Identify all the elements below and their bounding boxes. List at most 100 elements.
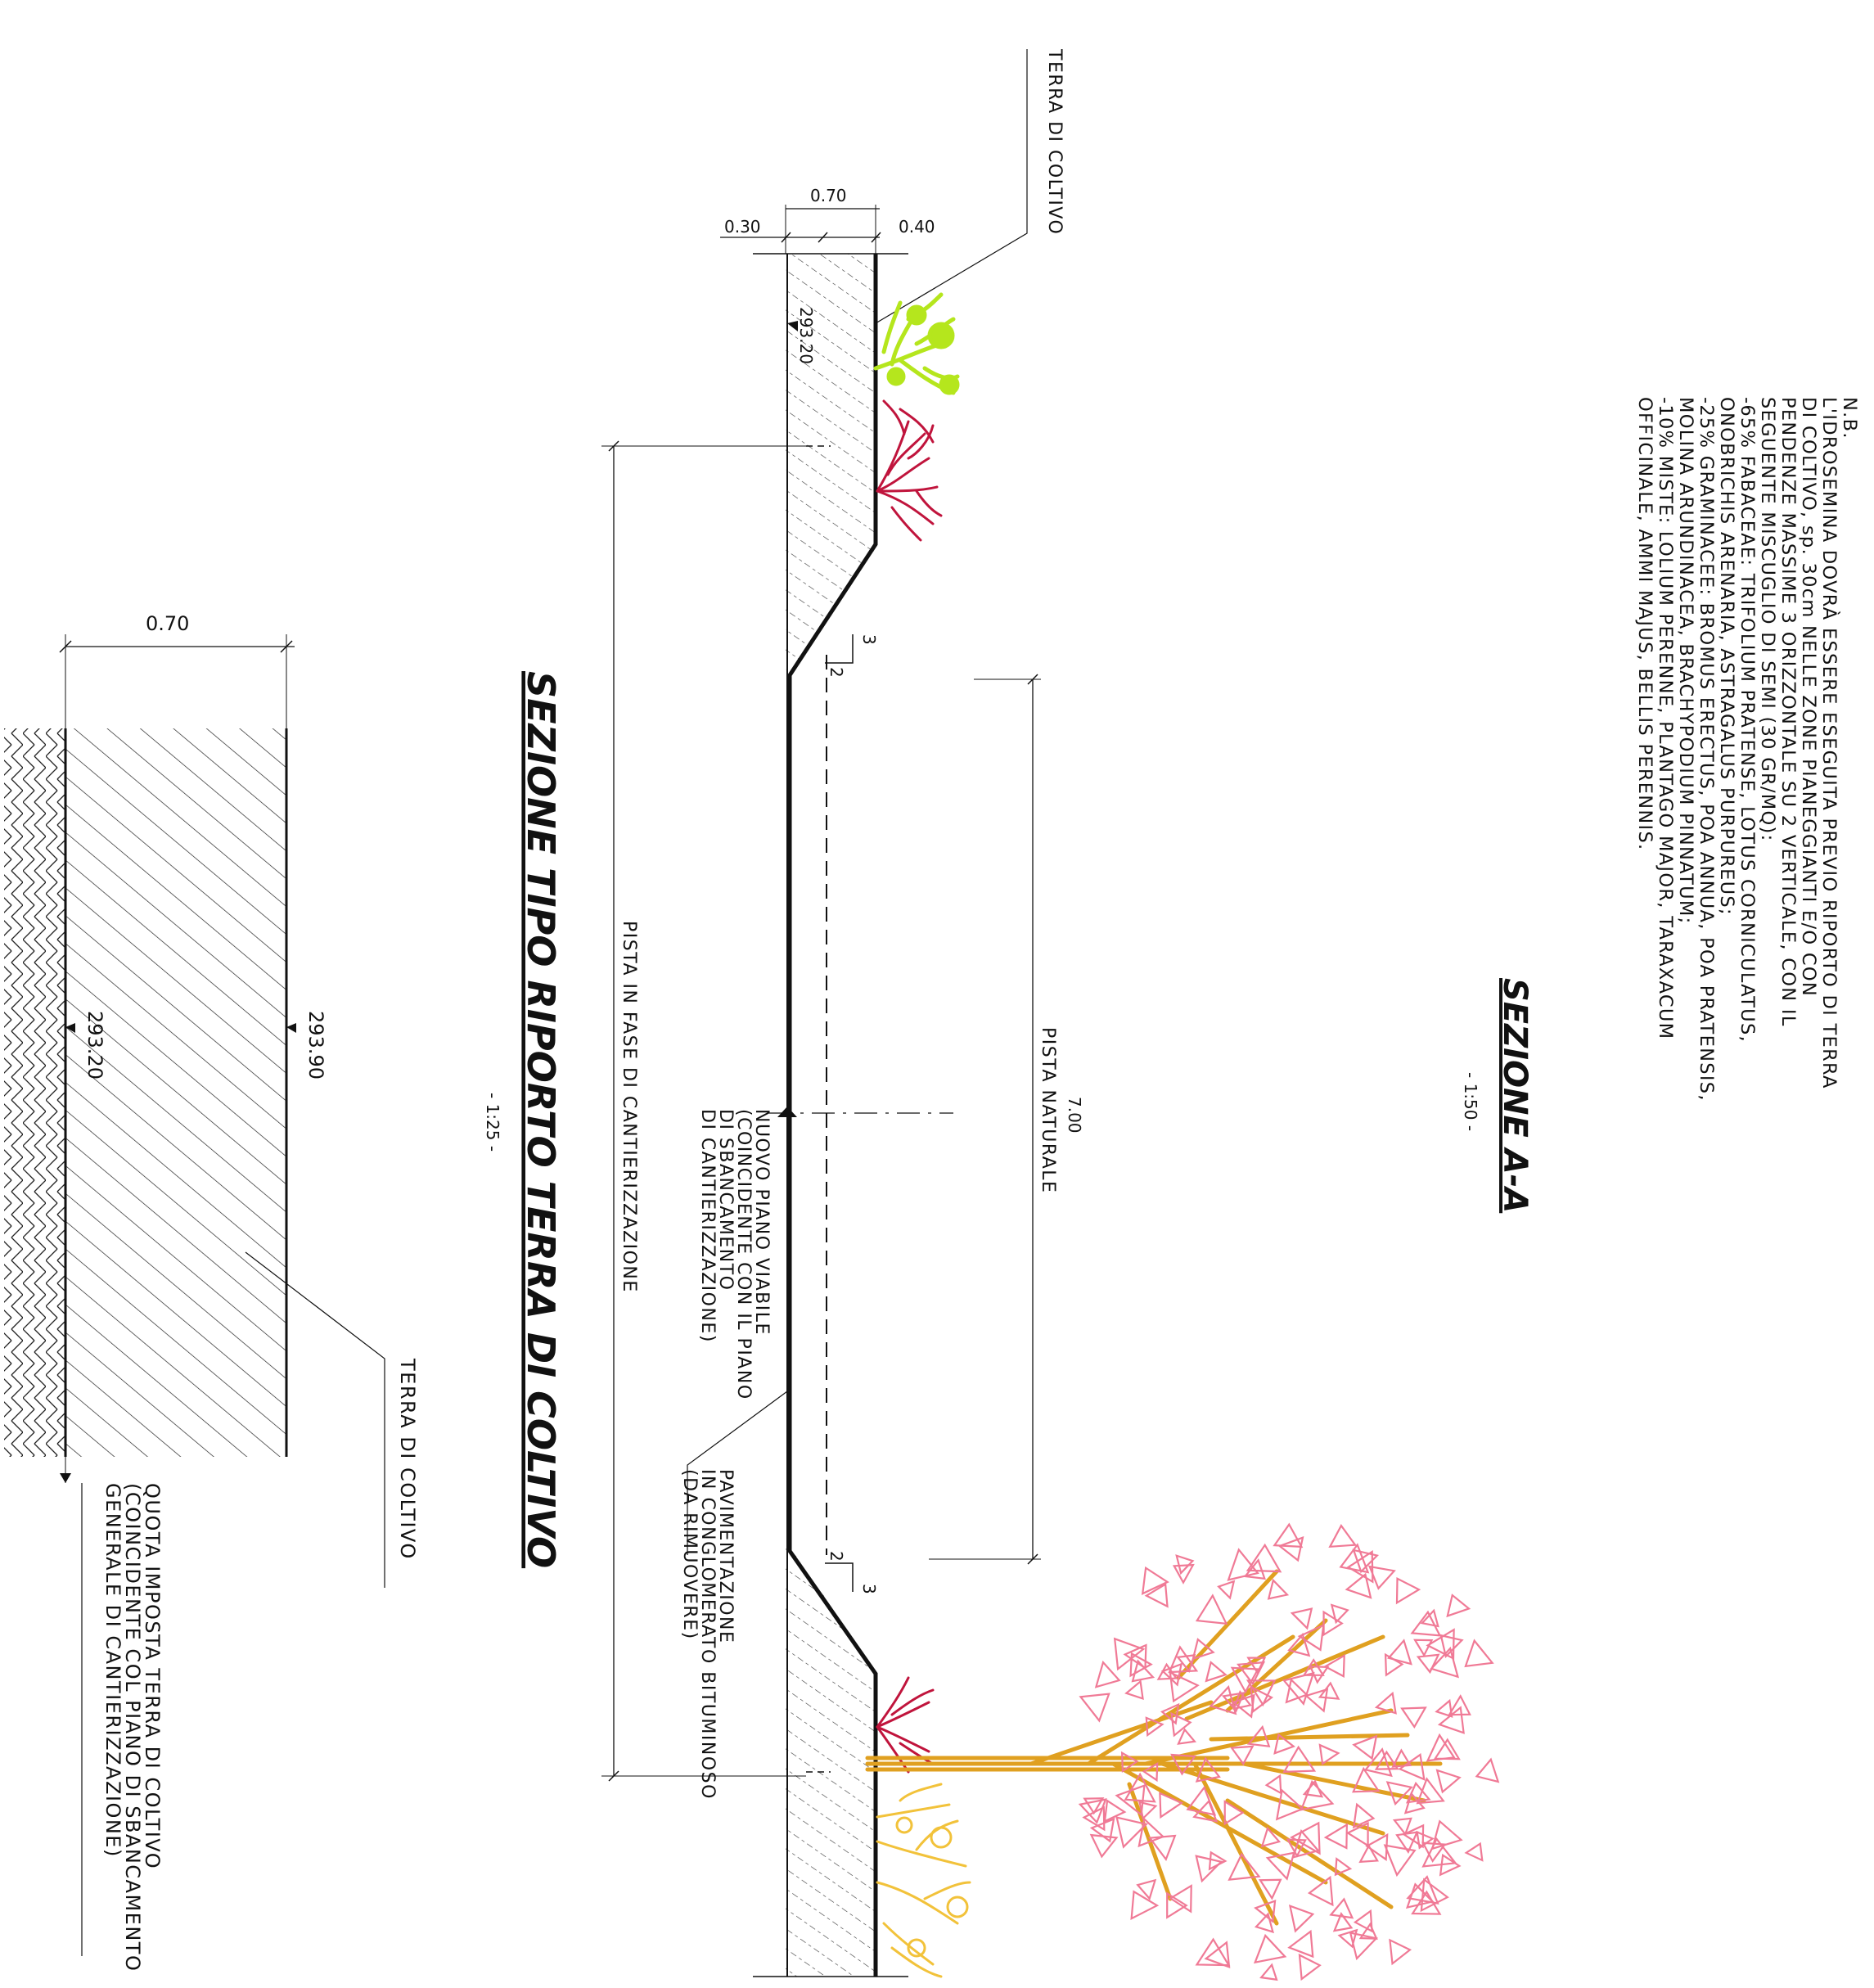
- foliage-leaf: [1228, 1852, 1261, 1881]
- foliage-leaf: [1267, 1578, 1290, 1600]
- foliage-leaf: [1435, 1769, 1462, 1794]
- foliage-leaf: [1176, 1654, 1196, 1673]
- foliage-leaf: [1302, 1779, 1324, 1798]
- foliage-leaf: [1172, 1563, 1195, 1585]
- foliage-leaf: [1192, 1638, 1215, 1661]
- level-293-90: 293.90: [304, 1011, 327, 1080]
- foliage-leaf: [1383, 1844, 1417, 1878]
- foliage-leaf: [1137, 1817, 1165, 1848]
- foliage-leaf: [1365, 1832, 1389, 1861]
- label-pavimentazione: PAVIMENTAZIONE IN CONGLOMERATO BITUMINOS…: [679, 1469, 736, 1800]
- foliage-leaf: [1254, 1900, 1277, 1923]
- note-line-9: -10% MISTE: LOLIUM PERENNE, PLANTAGO MAJ…: [1655, 397, 1676, 1039]
- slope-v-bottom: 3: [859, 1584, 879, 1594]
- note-line-1: L'IDROSEMINA DOVRÀ ESSERE ESEGUITA PREVI…: [1818, 397, 1841, 1089]
- foliage-leaf: [1392, 1817, 1412, 1837]
- tree-trunk-icon: [865, 1569, 1443, 1926]
- dim-right: 0.40: [899, 217, 935, 237]
- foliage-leaf: [1156, 1662, 1178, 1680]
- section-tipo-drawing: 0.70 293.90 293.20 TERRA DI COLTIVO QUOT…: [4, 612, 419, 1972]
- pav-line-2: (DA RIMUOVERE): [679, 1469, 700, 1640]
- foliage-leaf: [1420, 1608, 1439, 1628]
- foliage-leaf: [1367, 1565, 1396, 1590]
- quota-line-2: GENERALE DI CANTIERIZZAZIONE): [101, 1483, 124, 1858]
- foliage-leaf: [1124, 1772, 1156, 1803]
- note-line-10: OFFICINALE, AMMI MAJUS, BELLIS PERENNIS.: [1634, 397, 1656, 851]
- foliage-leaf: [1288, 1904, 1315, 1933]
- foliage-leaf: [1446, 1594, 1471, 1618]
- foliage-leaf: [1089, 1817, 1115, 1843]
- foliage-leaf: [1186, 1785, 1217, 1816]
- slope-h-top: 2: [827, 667, 846, 678]
- foliage-leaf: [1204, 1941, 1231, 1969]
- foliage-leaf: [1402, 1823, 1425, 1849]
- label-nuovo-piano: NUOVO PIANO VIABILE (COINCIDENTE CON IL …: [697, 1109, 772, 1400]
- foliage-leaf: [1131, 1659, 1155, 1683]
- foliage-leaf: [1169, 1884, 1192, 1914]
- foliage-leaf: [1246, 1657, 1267, 1675]
- grass-plant-icon: [873, 292, 960, 395]
- foliage-leaf: [1160, 1702, 1180, 1725]
- foliage-leaf: [1144, 1582, 1169, 1608]
- foliage-leaf: [1352, 1734, 1378, 1760]
- foliage-leaf: [1426, 1733, 1456, 1762]
- foliage-leaf: [1115, 1816, 1148, 1849]
- foliage-leaf: [1430, 1819, 1463, 1851]
- foliage-leaf: [1141, 1566, 1169, 1595]
- foliage-leaf: [1148, 1834, 1177, 1861]
- foliage-leaf: [1282, 1745, 1317, 1774]
- foliage-leaf: [1345, 1821, 1369, 1847]
- foliage-leaf: [1175, 1554, 1195, 1576]
- level-293-20-aa: 293.20: [796, 307, 816, 364]
- foliage-leaf: [1300, 1779, 1335, 1811]
- note-line-8: MOLINA ARUNDINACEA, BRACHYPODIUM PINNATU…: [1675, 397, 1696, 925]
- foliage-leaf: [1395, 1576, 1421, 1605]
- foliage-leaf: [1352, 1766, 1381, 1793]
- foliage-leaf: [1464, 1841, 1484, 1862]
- foliage-leaf: [1287, 1929, 1314, 1959]
- foliage-leaf: [1398, 1753, 1426, 1781]
- foliage-leaf: [1400, 1706, 1427, 1729]
- foliage-leaf: [1339, 1543, 1370, 1574]
- foliage-leaf: [1416, 1653, 1440, 1675]
- label-pista-cantiere: PISTA IN FASE DI CANTIERIZZAZIONE: [619, 921, 639, 1293]
- foliage-leaf: [1259, 1963, 1278, 1981]
- foliage-leaf: [1246, 1679, 1277, 1707]
- foliage-leaf: [1129, 1652, 1153, 1678]
- tree-foliage-icon: [1078, 1522, 1500, 1981]
- foliage-leaf: [1103, 1799, 1127, 1823]
- foliage-leaf: [1120, 1751, 1139, 1774]
- foliage-leaf: [1309, 1665, 1330, 1684]
- foliage-leaf: [1282, 1671, 1315, 1706]
- label-pista-naturale: PISTA NATURALE: [1038, 1027, 1058, 1193]
- dim-pista-width: 7.00: [1065, 1097, 1084, 1134]
- foliage-leaf: [1322, 1610, 1344, 1637]
- foliage-leaf: [1475, 1757, 1500, 1783]
- note-line-0: N.B.: [1839, 397, 1860, 440]
- foliage-leaf: [1177, 1728, 1196, 1745]
- foliage-leaf: [1345, 1572, 1372, 1599]
- foliage-leaf: [1277, 1535, 1304, 1562]
- foliage-leaf: [1391, 1748, 1412, 1768]
- foliage-leaf: [1323, 1653, 1345, 1678]
- foliage-leaf: [1290, 1607, 1313, 1630]
- foliage-leaf: [1329, 1897, 1354, 1919]
- foliage-leaf: [1410, 1610, 1442, 1637]
- foliage-leaf: [1089, 1833, 1119, 1859]
- foliage-leaf: [1145, 1716, 1164, 1738]
- foliage-leaf: [1389, 1938, 1412, 1966]
- foliage-leaf: [1405, 1781, 1431, 1804]
- note-line-2: DI COLTIVO, sp. 30cm NELLE ZONE PIANEGGI…: [1798, 397, 1819, 997]
- foliage-leaf: [1448, 1694, 1471, 1716]
- foliage-leaf: [1258, 1878, 1282, 1900]
- foliage-leaf: [1323, 1823, 1349, 1850]
- foliage-leaf: [1285, 1678, 1309, 1704]
- note-line-6: ONOBRICHIS ARENARIA, ASTRAGALUS PURPUREU…: [1716, 397, 1737, 916]
- quota-line-1: (COINCIDENTE COL PIANO DI SBANCAMENTO: [121, 1483, 144, 1972]
- section-aa-scale: - 1:50 -: [1461, 1072, 1480, 1131]
- section-aa-drawing: 0.70 0.30 0.40 293.20 3 2 2 3 PISTA IN F…: [601, 48, 1500, 1981]
- note-line-4: SEGUENTE MISCUGLIO DI SEMI (30 GR/MQ):: [1757, 397, 1778, 841]
- foliage-leaf: [1083, 1797, 1105, 1815]
- foliage-leaf: [1464, 1639, 1494, 1668]
- foliage-leaf: [1246, 1724, 1271, 1748]
